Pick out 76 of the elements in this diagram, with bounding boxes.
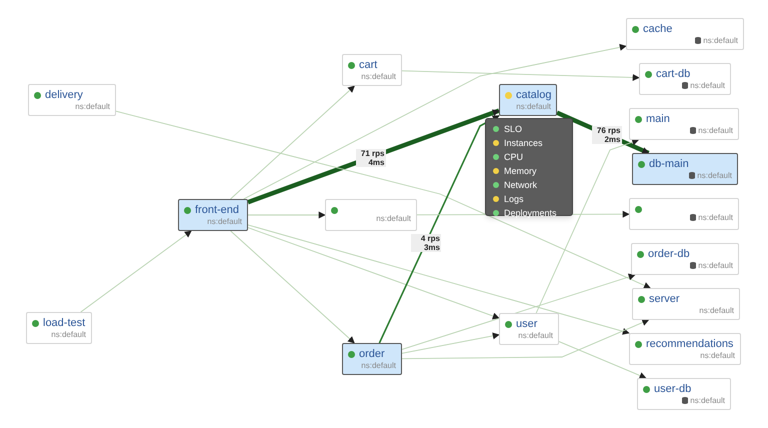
service-name: server	[649, 292, 680, 306]
namespace-label: ns:default	[518, 330, 553, 340]
service-name: cache	[643, 22, 672, 36]
service-name: main	[646, 112, 670, 126]
edge-label: 71 rps 4ms	[356, 148, 386, 166]
service-node	[632, 288, 740, 320]
service-node	[178, 199, 248, 231]
menu-item-label: Network	[504, 178, 538, 192]
context-menu	[485, 118, 573, 216]
service-node	[639, 63, 731, 95]
namespace-label: ns:default	[699, 306, 734, 316]
service-name: order	[359, 348, 385, 360]
service-node	[626, 18, 744, 50]
namespace-label: ns:default	[703, 36, 738, 46]
connector-arrow	[536, 138, 640, 314]
connector-arrow	[243, 44, 627, 200]
menu-item-label: Deployments	[504, 206, 557, 220]
service-node	[28, 84, 116, 116]
namespace-label: ns:default	[690, 80, 725, 90]
service-name: front-end	[195, 204, 240, 216]
service-node	[342, 54, 402, 86]
connector-arrow	[230, 230, 355, 344]
connector-arrow	[116, 110, 651, 289]
menu-item-label: Instances	[504, 136, 543, 150]
menu-item-label: Logs	[504, 192, 524, 206]
namespace-label: ns:default	[361, 72, 396, 82]
menu-item-label: Memory	[504, 164, 537, 178]
connector-arrow	[248, 224, 630, 335]
service-name: db-main	[649, 158, 689, 170]
service-name: catalog	[516, 88, 552, 102]
service-node	[631, 243, 739, 275]
namespace-label: ns:default	[361, 360, 396, 370]
menu-item-label: SLO	[504, 122, 522, 136]
connector-arrow	[378, 115, 500, 344]
service-node	[632, 153, 738, 185]
connector-arrow	[230, 86, 355, 200]
service-node	[26, 312, 92, 344]
connector-arrow	[402, 332, 500, 354]
service-node	[325, 199, 417, 231]
service-name: cart	[359, 58, 378, 72]
service-node	[637, 378, 731, 410]
connector-arrow	[558, 341, 646, 379]
service-node	[629, 333, 741, 365]
service-node	[342, 343, 402, 375]
service-node	[629, 198, 739, 230]
connector-arrow	[402, 319, 650, 360]
namespace-label: ns:default	[700, 350, 735, 360]
service-node	[629, 108, 739, 140]
namespace-label: ns:default	[207, 216, 242, 226]
connector-arrow	[402, 70, 640, 81]
namespace-label: ns:default	[376, 214, 411, 224]
edge-label: 76 rps 2ms	[592, 126, 622, 144]
service-name: load-test	[43, 316, 86, 330]
service-name: recommendations	[646, 338, 734, 350]
service-node	[499, 84, 557, 116]
namespace-label: ns:default	[690, 396, 725, 406]
edge-label: 4 rps 3ms	[411, 234, 441, 252]
service-name: cart-db	[656, 68, 690, 80]
service-name: user-db	[654, 382, 692, 396]
service-name: order-db	[648, 248, 690, 260]
connector-arrow	[248, 227, 500, 320]
service-node	[499, 313, 559, 345]
namespace-label: ns:default	[698, 212, 733, 222]
namespace-label: ns:default	[51, 330, 86, 340]
service-name: user	[516, 318, 538, 330]
connector-arrow	[402, 274, 636, 350]
connector-arrow	[248, 212, 326, 218]
menu-item-label: CPU	[504, 150, 524, 164]
namespace-label: ns:default	[516, 102, 551, 112]
namespace-label: ns:default	[75, 102, 110, 112]
service-name: delivery	[45, 88, 83, 102]
connector-arrow	[80, 230, 192, 312]
namespace-label: ns:default	[697, 170, 732, 180]
namespace-label: ns:default	[698, 260, 733, 270]
connector-arrow	[247, 108, 500, 204]
namespace-label: ns:default	[698, 126, 733, 136]
